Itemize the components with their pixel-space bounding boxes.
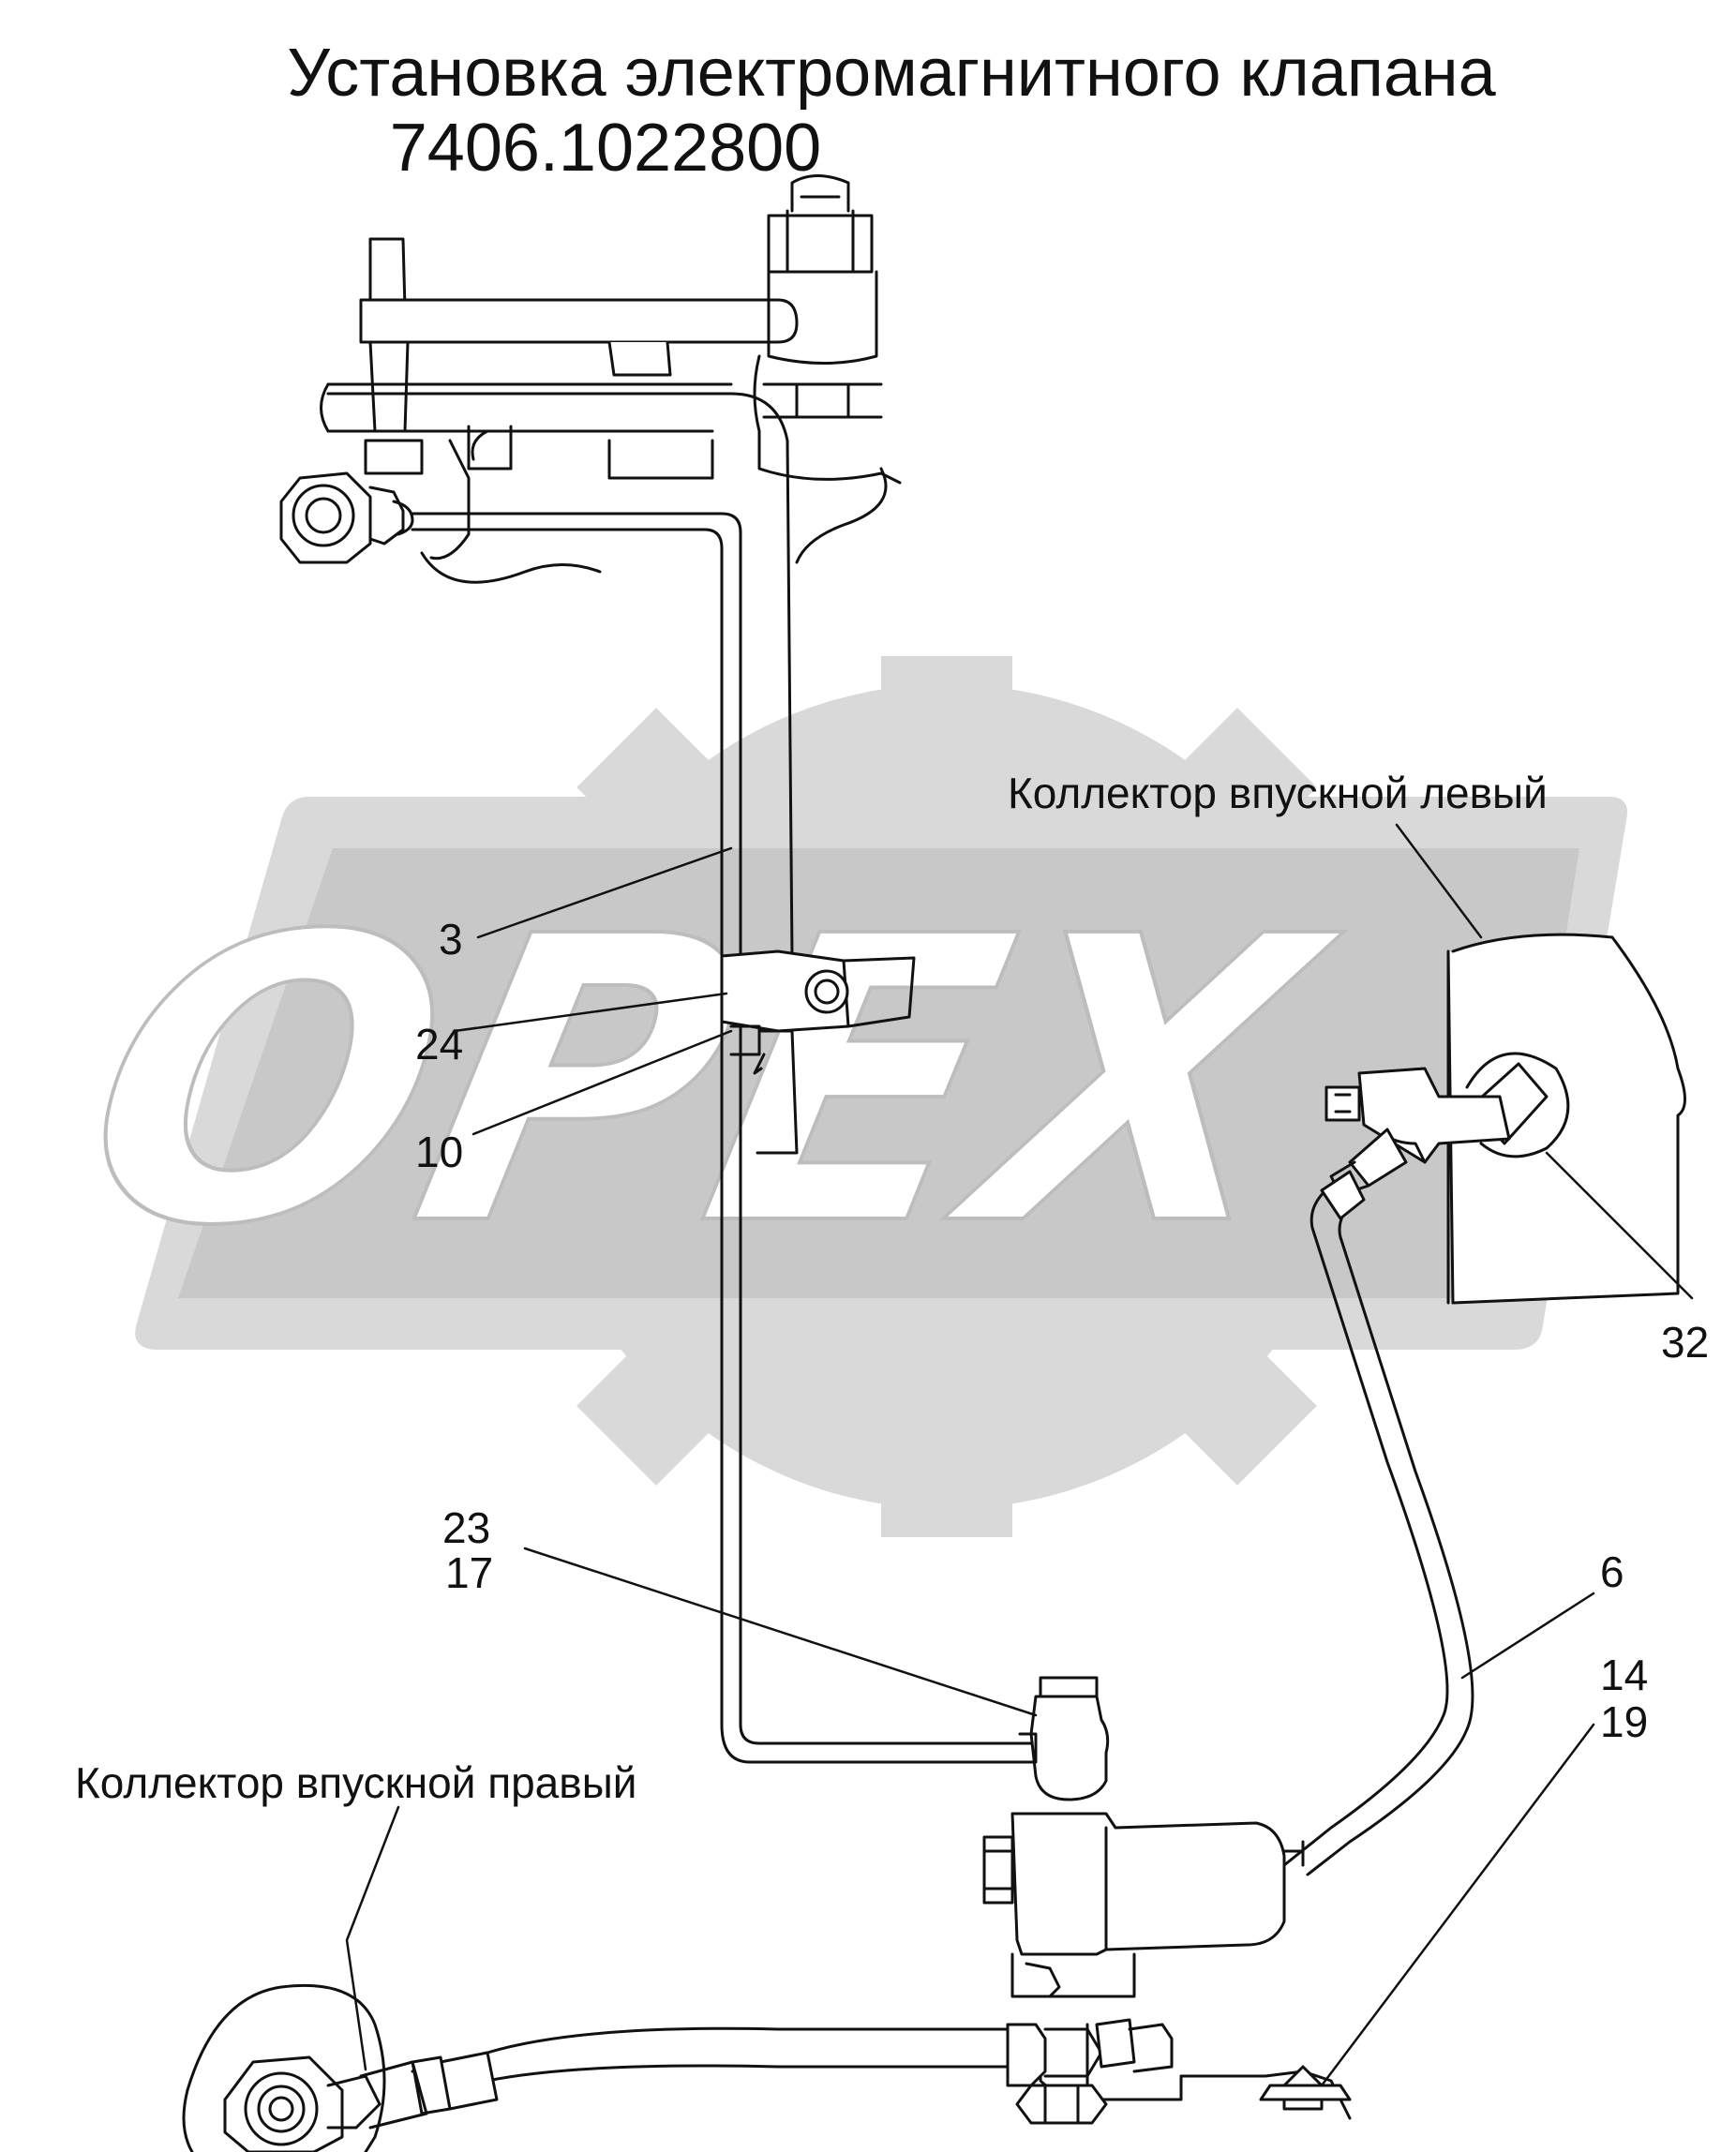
captions: Коллектор впускной левый Коллектор впуск…	[75, 769, 1548, 1807]
fitting-32	[1324, 1052, 1570, 1197]
solenoid-valve	[982, 1676, 1352, 2120]
leader-24	[453, 992, 728, 1033]
callout-10: 10	[415, 1128, 463, 1176]
leader-collector-left	[1395, 823, 1483, 939]
watermark-logo: OPEX	[50, 656, 1628, 1537]
caption-collector-right: Коллектор впускной правый	[75, 1758, 636, 1807]
leader-32	[1545, 1151, 1694, 1300]
diagram-title: Установка электромагнитного клапана	[287, 36, 1496, 111]
leader-lines	[345, 823, 1694, 2087]
callout-6: 6	[1600, 1547, 1624, 1596]
callout-24: 24	[415, 1020, 463, 1069]
leader-3	[476, 846, 733, 939]
engine-top-structure	[320, 174, 902, 584]
callout-19: 19	[1600, 1697, 1648, 1746]
right-intake-manifold	[182, 1983, 386, 2152]
diagram-part-number: 7406.1022800	[389, 111, 822, 186]
pipe-3	[326, 392, 1038, 1764]
upper-left-fitting	[279, 439, 471, 564]
outlet-fittings	[1006, 2018, 1352, 2125]
hose-6	[1282, 1170, 1474, 1876]
leader-10	[471, 1029, 733, 1136]
clamp-24	[720, 949, 916, 1155]
leader-collector-right	[345, 1805, 400, 2071]
callout-17: 17	[445, 1548, 493, 1597]
leader-6	[1460, 1592, 1595, 1680]
callout-23: 23	[442, 1503, 490, 1552]
right-manifold-fitting	[223, 2055, 428, 2152]
caption-collector-left: Коллектор впускной левый	[1008, 769, 1548, 817]
callout-14: 14	[1600, 1651, 1648, 1699]
callout-numbers: 3 24 10 32 23 17 6 14 19	[415, 915, 1709, 1746]
watermark-text: OPEX	[52, 854, 1361, 1312]
callout-3: 3	[439, 915, 463, 964]
leader-14-19	[1320, 1723, 1595, 2087]
callout-32: 32	[1661, 1318, 1709, 1367]
leader-23-17	[523, 1547, 1038, 1717]
hose-right	[411, 2026, 1010, 2115]
